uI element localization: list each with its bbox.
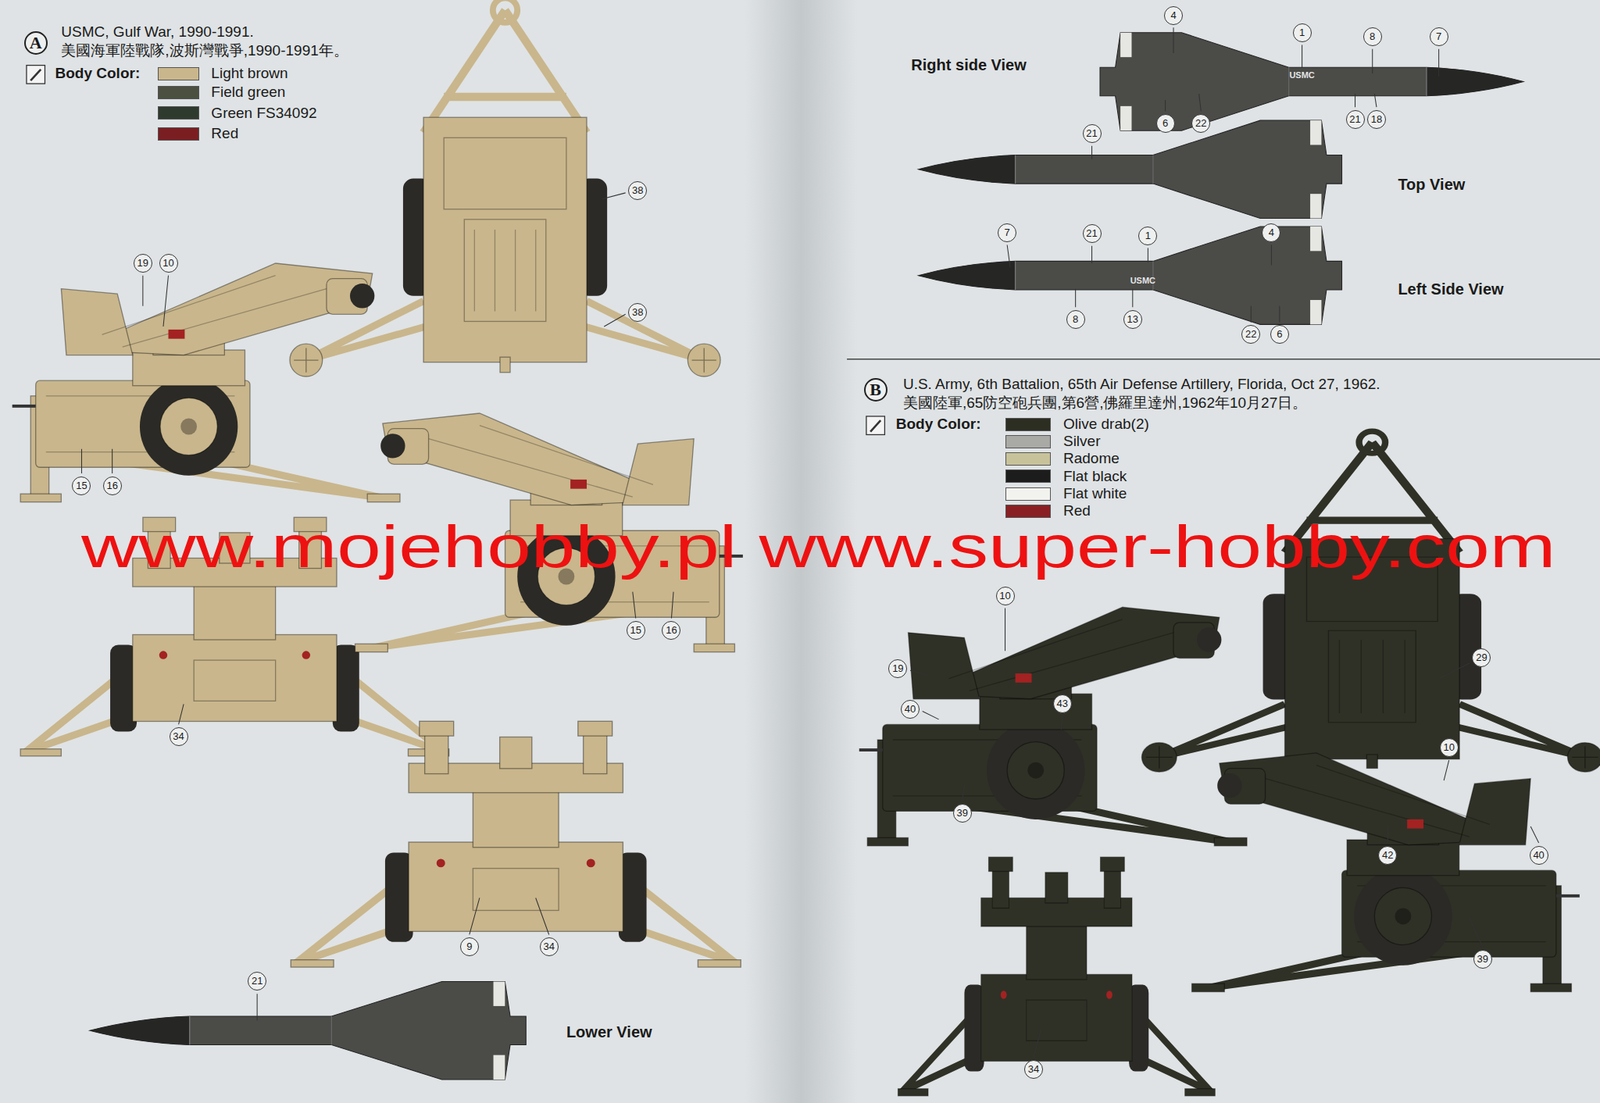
legend-swatch: [1005, 417, 1052, 432]
callout-number: 7: [1429, 27, 1449, 47]
callout-number: 21: [1082, 224, 1102, 243]
legend-text: Red: [1063, 503, 1091, 520]
callout-number: 4: [1164, 6, 1183, 25]
callout-number: 10: [1439, 738, 1459, 758]
view-label: Lower View: [566, 1023, 653, 1042]
callout-number: 42: [1378, 846, 1397, 865]
callout-number: 40: [900, 700, 920, 719]
legend-text: Light brown: [210, 65, 288, 83]
callout-number: 18: [1367, 110, 1386, 129]
callout-number: 19: [888, 659, 908, 679]
legend-text: Radome: [1063, 450, 1120, 468]
callout-number: 22: [1241, 325, 1261, 344]
scheme-letter: A: [24, 31, 48, 55]
decal-text: USMC: [1130, 276, 1156, 286]
view-label: Left Side View: [1397, 280, 1504, 299]
legend-text: Red: [210, 125, 239, 143]
legend-text: Field green: [210, 84, 286, 101]
decal-text: USMC: [1289, 71, 1315, 80]
callout-number: 15: [71, 476, 91, 496]
legend-swatch: [157, 106, 199, 120]
view-label: Top View: [1397, 175, 1465, 194]
legend-text: Green FS34092: [210, 105, 317, 122]
legend-text: Silver: [1063, 433, 1101, 450]
callout-number: 1: [1292, 23, 1312, 43]
launcher-a: [12, 0, 743, 968]
callout-number: 16: [661, 621, 681, 640]
legend-swatch: [1005, 469, 1052, 483]
legend-swatch: [157, 127, 199, 141]
watermark: www.mojehobby.pl www.super-hobby.com: [81, 517, 1556, 577]
callout-number: 10: [159, 253, 179, 273]
legend-swatch: [1005, 435, 1052, 449]
legend-heading: Body Color:: [896, 415, 982, 433]
callout-number: 39: [953, 803, 972, 823]
legend-text: Olive drab(2): [1063, 416, 1150, 433]
callout-number: 38: [628, 303, 647, 322]
callout-number: 6: [1156, 114, 1175, 133]
scheme-letter: B: [864, 378, 888, 402]
scheme-heading: USMC, Gulf War, 1990-1991.: [60, 23, 254, 41]
callout-number: 21: [247, 971, 267, 991]
callout-number: 34: [539, 937, 559, 957]
callout-number: 38: [628, 181, 647, 200]
callout-number: 15: [626, 621, 646, 640]
callout-number: 43: [1053, 694, 1072, 714]
scheme-heading: 美國陸軍,65防空砲兵團,第6營,佛羅里達州,1962年10月27日。: [903, 394, 1308, 412]
callout-number: 39: [1473, 950, 1493, 969]
callout-number: 34: [169, 727, 189, 747]
callout-number: 8: [1363, 27, 1383, 47]
legend-swatch: [157, 67, 199, 81]
callout-number: 22: [1191, 114, 1211, 133]
callout-number: 9: [460, 937, 479, 957]
scheme-heading: 美國海軍陸戰隊,波斯灣戰爭,1990-1991年。: [60, 42, 348, 60]
legend-heading: Body Color:: [55, 64, 141, 83]
callout-number: 7: [997, 223, 1017, 243]
callout-number: 19: [133, 253, 153, 273]
legend-text: Flat white: [1063, 485, 1127, 503]
callout-number: 13: [1123, 310, 1143, 329]
view-label: Right side View: [910, 56, 1026, 75]
callout-number: 16: [103, 476, 122, 496]
scheme-heading: U.S. Army, 6th Battalion, 65th Air Defen…: [903, 375, 1381, 393]
callout-number: 29: [1471, 648, 1491, 668]
legend-swatch: [1005, 452, 1052, 466]
callout-number: 40: [1529, 846, 1549, 865]
legend-swatch: [1005, 504, 1052, 518]
callout-number: 10: [996, 586, 1015, 606]
callout-number: 21: [1346, 110, 1365, 129]
callout-number: 34: [1024, 1060, 1043, 1079]
callout-number: 8: [1066, 310, 1086, 329]
callout-number: 21: [1082, 124, 1102, 143]
legend-swatch: [1005, 487, 1052, 501]
callout-number: 6: [1270, 325, 1290, 344]
callout-number: 4: [1261, 223, 1281, 243]
callout-number: 1: [1138, 226, 1158, 246]
legend-text: Flat black: [1063, 468, 1127, 486]
legend-swatch: [157, 85, 199, 100]
